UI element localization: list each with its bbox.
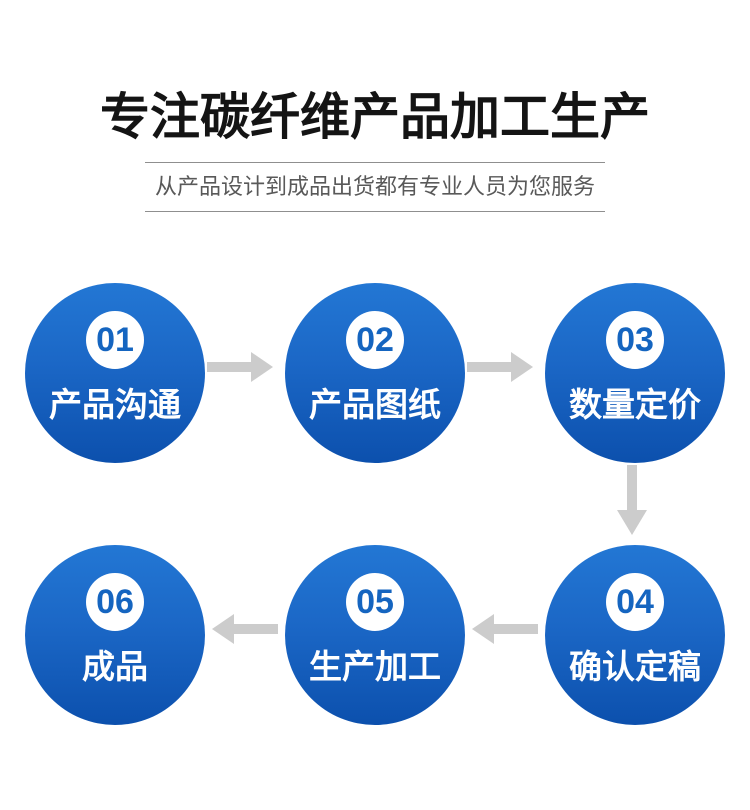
step-number-badge: 01 [86,311,144,369]
arrow-down-icon [617,465,647,535]
step-label: 成品 [82,648,148,685]
step-number-badge: 03 [606,311,664,369]
step-circle-06: 06 成品 [25,545,205,725]
arrow-head [617,510,647,535]
step-label: 数量定价 [569,386,701,423]
step-circle-02: 02 产品图纸 [285,283,465,463]
arrow-left-icon [472,614,538,644]
step-circle-05: 05 生产加工 [285,545,465,725]
step-label: 产品沟通 [49,386,181,423]
arrow-right-icon [207,352,273,382]
arrow-shaft [467,362,511,372]
step-circle-01: 01 产品沟通 [25,283,205,463]
arrow-shaft [494,624,538,634]
arrow-right-icon [467,352,533,382]
step-label: 产品图纸 [309,386,441,423]
arrow-shaft [234,624,278,634]
step-label: 确认定稿 [569,648,701,685]
arrow-head [511,352,533,382]
arrow-shaft [207,362,251,372]
arrow-head [472,614,494,644]
step-circle-04: 04 确认定稿 [545,545,725,725]
arrow-left-icon [212,614,278,644]
arrow-head [212,614,234,644]
step-number-badge: 06 [86,573,144,631]
subtitle-divider-bottom [145,211,605,212]
subtitle-divider-top [145,162,605,163]
page-title: 专注碳纤维产品加工生产 [100,89,650,145]
step-number-badge: 05 [346,573,404,631]
step-circle-03: 03 数量定价 [545,283,725,463]
step-label: 生产加工 [309,648,441,685]
page-subtitle: 从产品设计到成品出货都有专业人员为您服务 [154,174,595,199]
step-number-badge: 04 [606,573,664,631]
step-number-badge: 02 [346,311,404,369]
arrow-head [251,352,273,382]
arrow-shaft [627,465,637,510]
